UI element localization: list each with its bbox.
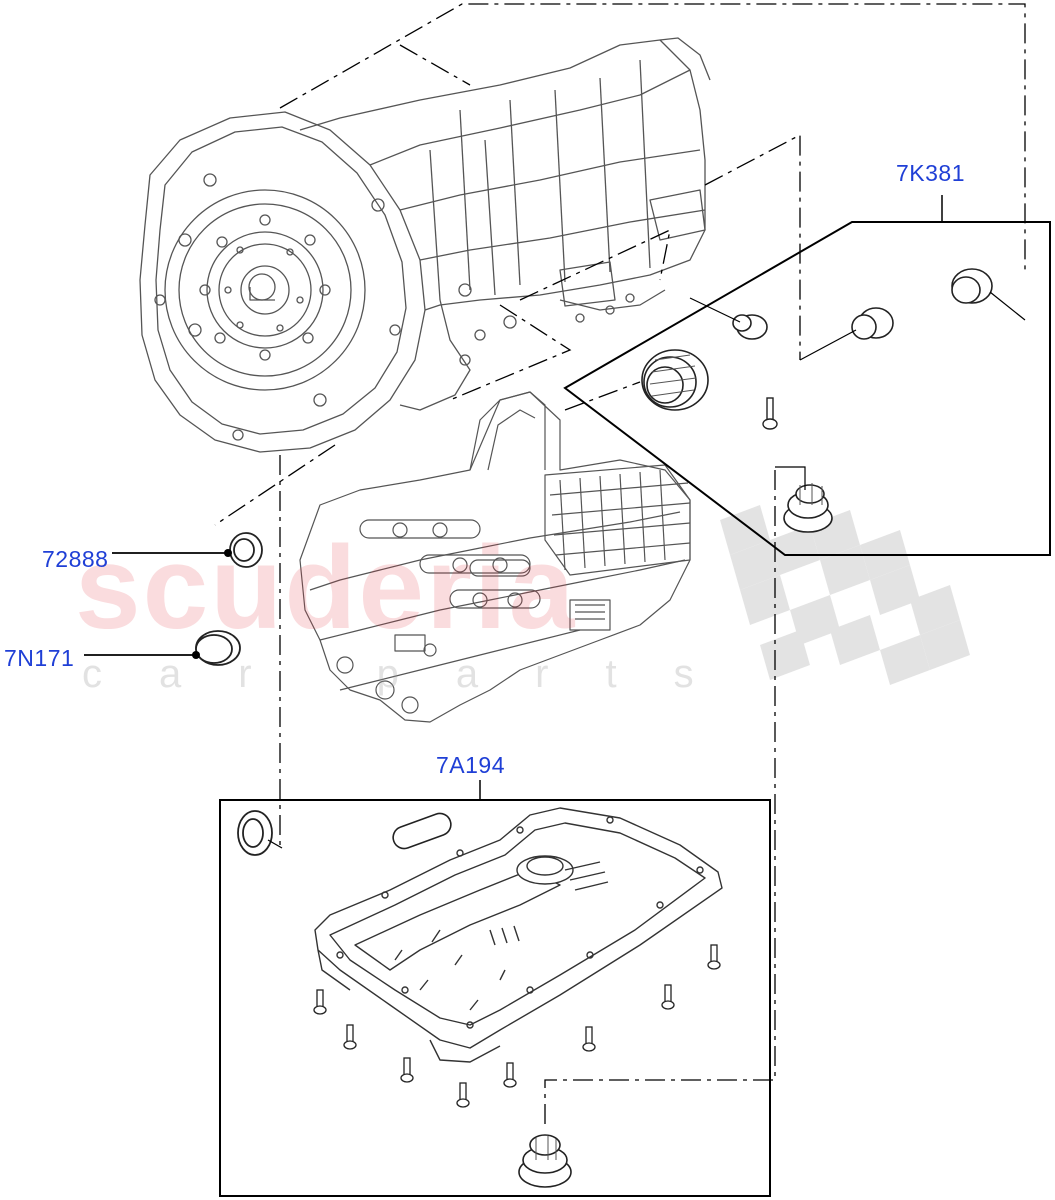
callout-7K381[interactable]: 7K381	[896, 160, 966, 186]
small-plug-part	[732, 314, 768, 340]
pan-drain-plug-part	[518, 1134, 572, 1188]
callout-72888[interactable]: 72888	[42, 546, 109, 572]
mid-plug-part	[851, 307, 894, 340]
watermark-brand: scuderia	[75, 522, 577, 654]
top-plug-part	[951, 268, 993, 304]
pan-bolts	[313, 944, 721, 1108]
valve-body[interactable]	[299, 391, 691, 723]
oil-pan-part	[314, 807, 723, 1063]
kit-drain-plug-part	[783, 483, 833, 533]
kit-7A194-outline	[219, 799, 771, 1197]
plug-7N171-part[interactable]	[195, 630, 241, 666]
checkered-flag-watermark	[720, 505, 970, 685]
kit-7K381[interactable]	[563, 195, 1051, 556]
kit-7A194[interactable]	[219, 780, 771, 1197]
callout-7N171[interactable]: 7N171	[4, 645, 75, 671]
callout-7A194[interactable]: 7A194	[436, 752, 506, 778]
watermark-subtitle: car parts	[82, 652, 751, 696]
sleeve-connector-part	[641, 349, 709, 411]
kit-7K381-outline	[563, 221, 1051, 556]
bolt-part	[762, 397, 778, 430]
seal-72888-part[interactable]	[229, 532, 263, 568]
pan-seal-part	[237, 810, 273, 856]
assembly-lines	[214, 3, 1026, 1125]
transmission-assembly[interactable]	[139, 37, 711, 453]
